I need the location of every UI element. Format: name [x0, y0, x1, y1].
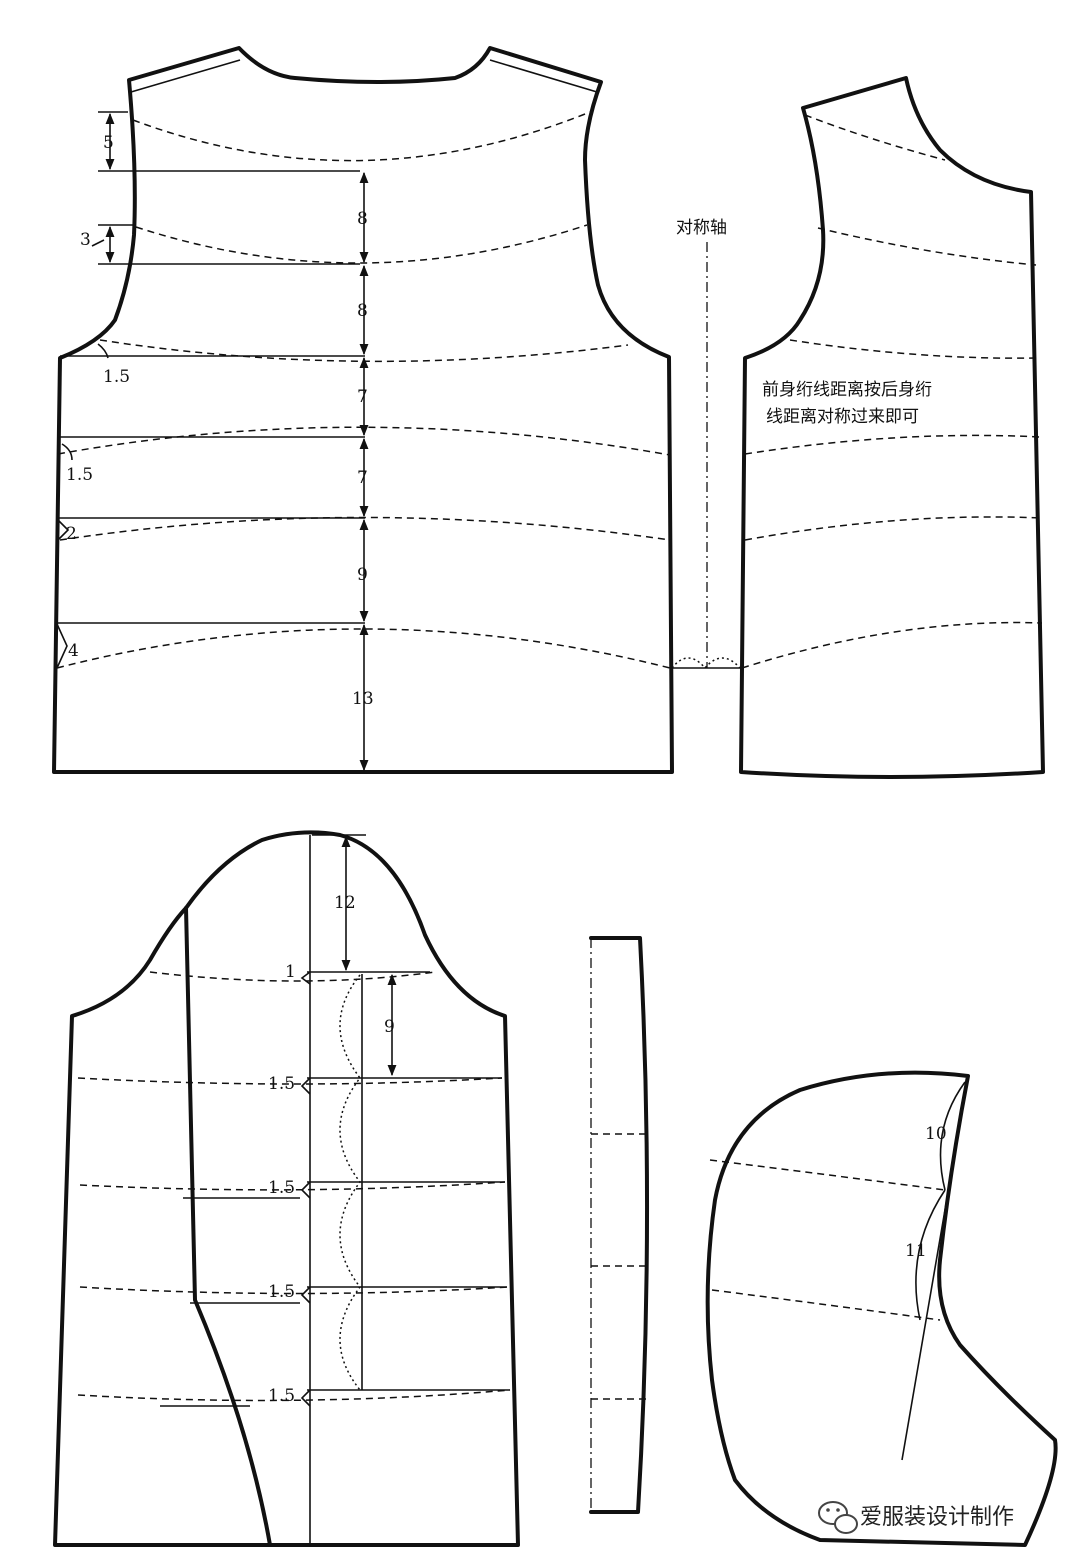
quilt-line: [56, 628, 671, 669]
quilt-line: [132, 111, 591, 162]
quilt-line: [135, 224, 588, 264]
dim-label-1-5: 1.5: [268, 1178, 295, 1198]
dim-label-10: 10: [925, 1124, 947, 1144]
scallop-guide: [339, 974, 361, 1391]
quilt-line: [59, 516, 671, 541]
dim-label-3: 3: [80, 230, 91, 250]
sleeve: 12 1 9 1.5 1.5 1.5 1.5: [53, 830, 520, 1547]
symmetry-axis: 对称轴: [671, 218, 742, 670]
quilt-line: [711, 1289, 941, 1321]
dim-label-5: 5: [103, 133, 114, 153]
back-shoulder-inner-line: [489, 59, 598, 93]
back-shoulder-inner-line: [130, 59, 241, 93]
back-bodice: 5 8 3 8 1.5 7 1.5 7 2 9 4 13: [52, 46, 674, 774]
dim-label-9: 9: [357, 565, 368, 585]
quilt-line: [99, 339, 629, 363]
wechat-icon: [818, 1501, 858, 1534]
placket-outline: [589, 936, 650, 1514]
quilt-line: [77, 1077, 503, 1085]
dim-label-13: 13: [352, 689, 374, 709]
leader-line: [91, 239, 105, 247]
quilt-line: [77, 1389, 511, 1402]
watermark: 爱服装设计制作: [818, 1501, 1014, 1534]
placket-strip: [589, 936, 650, 1514]
angle-mark: [56, 623, 68, 669]
notch-mark: [300, 1389, 311, 1407]
dim-label-1-5: 1.5: [66, 465, 93, 485]
dim-label-1-5: 1.5: [268, 1074, 295, 1094]
dim-label-7: 7: [357, 387, 368, 407]
notch-mark: [300, 1181, 311, 1199]
quilt-line: [149, 971, 436, 982]
dim-label-7: 7: [357, 468, 368, 488]
quilt-line: [804, 114, 946, 161]
back-bodice-outline: [52, 46, 674, 774]
quilt-line: [744, 434, 1041, 455]
notch-mark: [300, 1077, 311, 1095]
dim-label-1-5: 1.5: [103, 367, 130, 387]
quilt-line: [789, 339, 1040, 359]
axis-label: 对称轴: [676, 218, 727, 238]
quilt-line: [709, 1159, 946, 1191]
dim-label-1-5: 1.5: [268, 1386, 295, 1406]
dim-label-4: 4: [68, 641, 79, 661]
front-bodice-outline: [739, 76, 1045, 779]
angle-mark: [97, 343, 109, 359]
dim-label-11: 11: [905, 1241, 927, 1261]
angle-mark: [57, 519, 70, 541]
notch-mark: [300, 1286, 311, 1304]
dim-label-12: 12: [334, 893, 356, 913]
sleeve-outline: [53, 830, 520, 1547]
dim-label-9: 9: [384, 1017, 395, 1037]
hood-arc: [915, 1189, 946, 1321]
dim-label-2: 2: [66, 524, 77, 544]
dim-label-1: 1: [285, 962, 296, 982]
hood-arc: [939, 1081, 966, 1191]
note-line-1: 前身绗线距离按后身绗: [762, 380, 932, 400]
quilt-line: [79, 1181, 506, 1191]
quilt-line: [79, 1286, 509, 1295]
front-bodice: 前身绗线距离按后身绗 线距离对称过来即可: [739, 76, 1045, 779]
hood-center-line: [901, 1075, 969, 1461]
quilt-line: [817, 227, 1037, 266]
note-line-2: 线距离对称过来即可: [766, 407, 919, 427]
sleeve-underarm-seam: [184, 906, 272, 1547]
dim-label-8: 8: [357, 301, 368, 321]
angle-mark: [61, 443, 73, 461]
hood-outline: [705, 1070, 1058, 1547]
watermark-text: 爱服装设计制作: [860, 1505, 1014, 1530]
dim-label-8: 8: [357, 209, 368, 229]
dim-label-1-5: 1.5: [268, 1282, 295, 1302]
quilt-line: [744, 516, 1042, 541]
notch-mark: [300, 971, 311, 985]
quilt-line: [741, 621, 1043, 669]
hood: 10 11: [705, 1070, 1058, 1547]
